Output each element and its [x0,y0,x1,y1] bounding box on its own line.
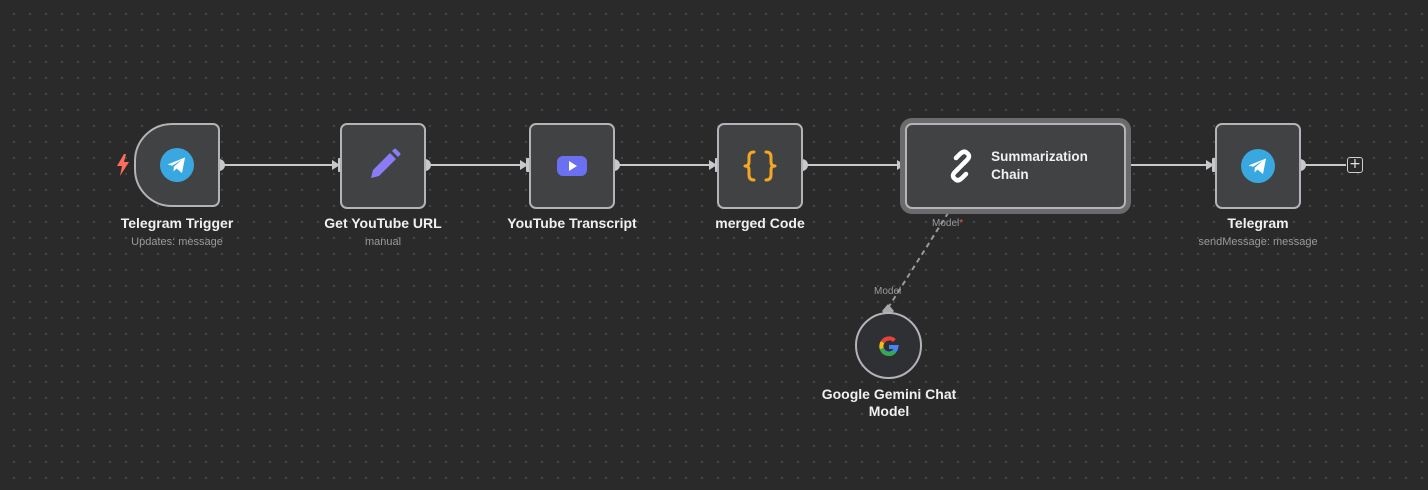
node-title: merged Code [715,215,805,231]
node-youtube-transcript[interactable] [529,123,615,209]
node-title: Telegram [1227,215,1289,231]
node-subtitle: Updates: message [131,236,223,248]
chain-link-icon [943,148,979,184]
node-summarization-chain[interactable]: Summarization Chain [905,123,1126,209]
node-merged-code[interactable] [717,123,803,209]
node-title: Get YouTube URL [324,215,442,231]
node-title: Google Gemini Chat Model [821,386,957,419]
youtube-icon [556,154,588,178]
node-title: Summarization Chain [991,149,1088,182]
code-braces-icon [742,148,778,184]
add-node-button[interactable]: + [1347,157,1363,173]
node-get-youtube-url[interactable] [340,123,426,209]
google-icon [876,333,902,359]
node-subtitle: sendMessage: message [1198,236,1318,248]
node-telegram[interactable] [1215,123,1301,209]
trigger-bolt-icon [116,154,130,181]
node-google-gemini-chat-model[interactable] [855,312,922,379]
model-port-label: Model* [932,218,964,229]
pencil-icon [363,146,403,186]
node-title: YouTube Transcript [507,215,637,231]
telegram-icon [1241,149,1275,183]
telegram-icon [160,148,194,182]
connection-gemini-to-chain-model [887,209,951,309]
model-output-label: Model [874,286,902,297]
node-telegram-trigger[interactable] [134,123,220,207]
node-title: Telegram Trigger [120,215,234,231]
node-subtitle: manual [364,236,402,248]
